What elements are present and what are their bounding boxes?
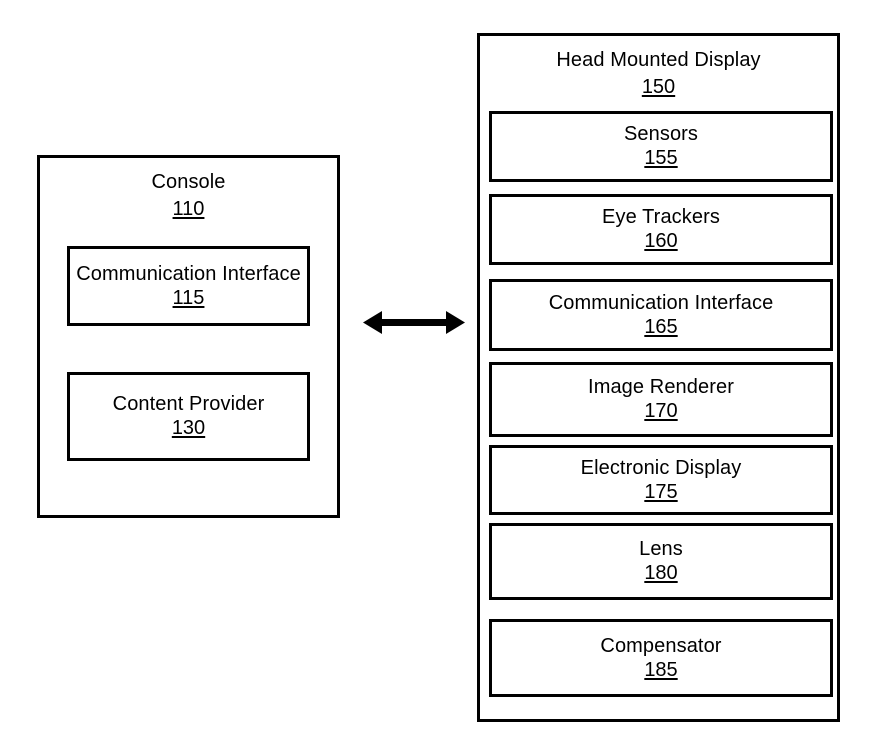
component-ref: 170 bbox=[644, 400, 678, 422]
component-ref: 155 bbox=[644, 147, 678, 169]
component-ref: 165 bbox=[644, 315, 678, 338]
component-ref: 185 bbox=[644, 658, 678, 681]
hmd-component-eye-trackers: Eye Trackers 160 bbox=[489, 194, 833, 265]
component-title: Image Renderer bbox=[588, 376, 734, 398]
component-title: Lens bbox=[639, 538, 683, 560]
console-block: Console 110 Communication Interface 115 … bbox=[37, 155, 340, 518]
component-title: Eye Trackers bbox=[602, 206, 720, 228]
hmd-ref: 150 bbox=[641, 76, 676, 98]
bidirectional-arrow-icon bbox=[363, 311, 465, 334]
head-mounted-display-block: Head Mounted Display 150 Sensors 155 Eye… bbox=[477, 33, 840, 722]
hmd-component-lens: Lens 180 bbox=[489, 523, 833, 600]
console-component-communication-interface: Communication Interface 115 bbox=[67, 246, 310, 326]
component-title: Communication Interface bbox=[76, 262, 301, 285]
component-ref: 175 bbox=[644, 480, 678, 503]
component-title: Sensors bbox=[623, 123, 699, 145]
component-ref: 180 bbox=[644, 562, 678, 584]
hmd-component-image-renderer: Image Renderer 170 bbox=[489, 362, 833, 437]
hmd-label: Head Mounted Display 150 bbox=[480, 47, 837, 100]
console-component-content-provider: Content Provider 130 bbox=[67, 372, 310, 461]
component-title: Compensator bbox=[600, 634, 722, 657]
console-label: Console 110 bbox=[40, 169, 337, 222]
component-title: Electronic Display bbox=[580, 456, 742, 479]
hmd-component-sensors: Sensors 155 bbox=[489, 111, 833, 182]
component-title: Communication Interface bbox=[548, 291, 774, 314]
hmd-component-compensator: Compensator 185 bbox=[489, 619, 833, 697]
hmd-component-communication-interface: Communication Interface 165 bbox=[489, 279, 833, 351]
hmd-component-electronic-display: Electronic Display 175 bbox=[489, 445, 833, 515]
component-ref: 160 bbox=[644, 230, 678, 252]
hmd-title: Head Mounted Display bbox=[556, 49, 761, 71]
console-title: Console bbox=[151, 171, 226, 193]
component-ref: 130 bbox=[171, 417, 206, 439]
console-ref: 110 bbox=[172, 198, 205, 220]
component-ref: 115 bbox=[172, 286, 205, 309]
component-title: Content Provider bbox=[112, 393, 265, 415]
